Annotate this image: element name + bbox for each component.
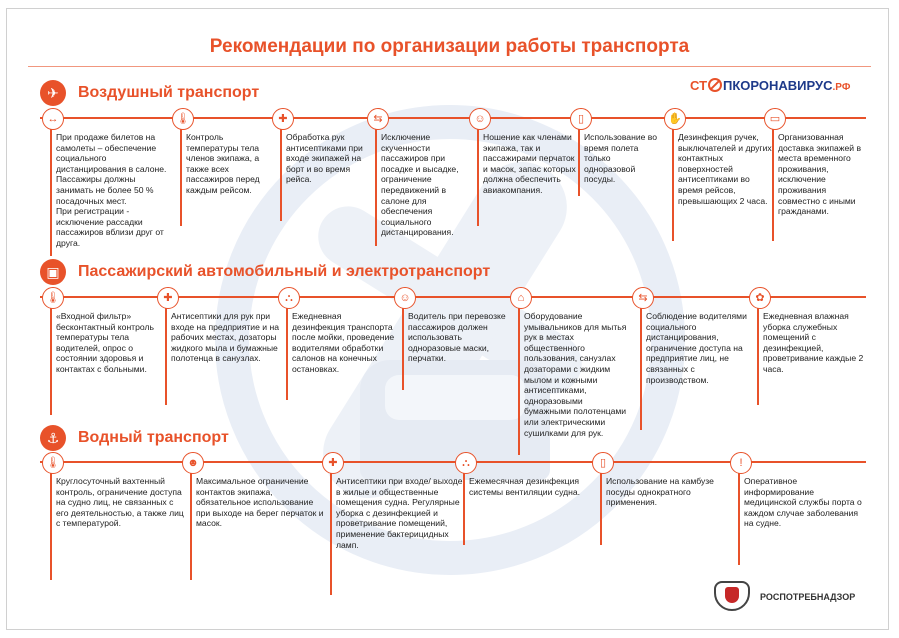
section-water-title: Водный транспорт <box>78 429 229 446</box>
people-icon: ☻ <box>182 452 204 474</box>
thermometer-icon: 🌡 <box>172 108 194 130</box>
sanitizer-icon: ✚ <box>322 452 344 474</box>
logo-part-coronavirus: ПКОРОНАВИРУС <box>723 78 833 93</box>
watermark-car-window <box>385 375 525 420</box>
mask-icon: ☺ <box>394 287 416 309</box>
distance-icon: ↔ <box>42 108 64 130</box>
cleaning-icon: ✿ <box>749 287 771 309</box>
spray-icon: ⛬ <box>455 452 477 474</box>
page-frame <box>6 8 889 630</box>
sanitizer-icon: ✚ <box>157 287 179 309</box>
plane-icon: ✈ <box>40 80 66 106</box>
cup-icon: ▯ <box>592 452 614 474</box>
section-air-title: Воздушный транспорт <box>78 84 260 101</box>
rospotrebnadzor-logo: РОСПОТРЕБНАДЗОР <box>712 575 855 619</box>
distance-icon: ⇆ <box>632 287 654 309</box>
thermometer-icon: 🌡 <box>42 452 64 474</box>
sanitizer-icon: ✚ <box>272 108 294 130</box>
stopcoronavirus-logo: СТ ПКОРОНАВИРУС.РФ <box>690 78 850 93</box>
page-title: Рекомендации по организации работы транс… <box>209 36 690 57</box>
disinfection-icon: ✋ <box>664 108 686 130</box>
soap-icon: ⌂ <box>510 287 532 309</box>
section-road-title: Пассажирский автомобильный и электротран… <box>78 263 491 280</box>
spray-icon: ⛬ <box>278 287 300 309</box>
section-air-line <box>40 117 866 119</box>
section-water-header: ⚓ Водный транспорт <box>40 425 229 451</box>
section-air-header: ✈ Воздушный транспорт <box>40 80 259 106</box>
title-underline <box>28 66 871 67</box>
info-icon: ! <box>730 452 752 474</box>
mask-icon: ☺ <box>469 108 491 130</box>
distance-icon: ⇆ <box>367 108 389 130</box>
bed-icon: ▭ <box>764 108 786 130</box>
section-road-header: ▣ Пассажирский автомобильный и электротр… <box>40 259 490 285</box>
section-water-line <box>40 461 866 463</box>
logo-part-rf: .РФ <box>832 82 851 93</box>
logo-part-st: СТ <box>690 78 708 93</box>
virus-icon <box>708 78 723 92</box>
thermometer-icon: 🌡 <box>42 287 64 309</box>
cup-icon: ▯ <box>570 108 592 130</box>
emblem-icon <box>712 575 752 619</box>
bus-icon: ▣ <box>40 259 66 285</box>
section-road-line <box>40 296 866 298</box>
ship-icon: ⚓ <box>40 425 66 451</box>
org-name: РОСПОТРЕБНАДЗОР <box>760 592 856 602</box>
